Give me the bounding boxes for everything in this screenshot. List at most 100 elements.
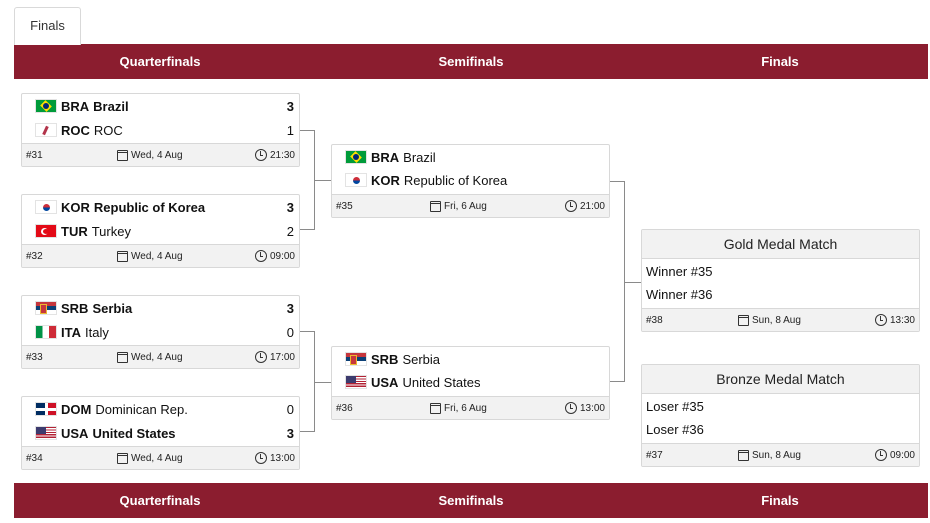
match-card-36[interactable]: SRB Serbia USA United States #36 Fri, 6 … [331, 346, 610, 420]
team-name: Serbia [92, 300, 133, 316]
match-time: 09:00 [269, 250, 295, 262]
clock-icon [254, 452, 267, 464]
team-code: DOM [61, 401, 92, 417]
korea-flag-icon [35, 200, 57, 214]
match-date: Wed, 4 Aug [131, 251, 183, 262]
team-code: KOR [61, 199, 90, 215]
match-card-35[interactable]: BRA Brazil KOR Republic of Korea #35 Fri… [331, 144, 610, 218]
team-code: USA [371, 374, 399, 390]
serbia-flag-icon [35, 301, 57, 315]
team-score: 3 [286, 98, 294, 114]
calendar-icon [738, 315, 749, 326]
match-card-32[interactable]: KOR Republic of Korea 3 TUR Turkey 2 #32… [21, 194, 300, 268]
team-name: Serbia [402, 351, 441, 367]
brazil-flag-icon [35, 99, 57, 113]
match-meta: #36 Fri, 6 Aug 13:00 [332, 396, 609, 419]
team-row: USA United States 3 [22, 421, 299, 445]
match-meta: #33 Wed, 4 Aug 17:00 [22, 345, 299, 368]
team-code: SRB [61, 300, 89, 316]
team-code: BRA [61, 98, 90, 114]
match-card-33[interactable]: SRB Serbia 3 ITA Italy 0 #33 Wed, 4 Aug … [21, 295, 300, 369]
calendar-icon [430, 403, 441, 414]
team-score: 3 [286, 199, 294, 215]
clock-icon [254, 149, 267, 161]
team-row: SRB Serbia 3 [22, 296, 299, 320]
bronze-medal-match-title: Bronze Medal Match [642, 365, 919, 394]
match-meta: #35 Fri, 6 Aug 21:00 [332, 194, 609, 217]
team-name: Turkey [91, 223, 131, 239]
team-score: 3 [286, 425, 294, 441]
team-code: USA [61, 425, 89, 441]
clock-icon [874, 449, 887, 461]
bronze-medal-match-card[interactable]: Bronze Medal Match Loser #35 Loser #36 #… [641, 364, 920, 467]
team-row: ROC ROC 1 [22, 118, 299, 142]
clock-icon [564, 200, 577, 212]
match-date: Fri, 6 Aug [444, 201, 487, 212]
team-row: DOM Dominican Rep. 0 [22, 397, 299, 421]
match-meta: #38 Sun, 8 Aug 13:30 [642, 308, 919, 331]
match-time: 21:30 [269, 149, 295, 161]
stage-label-quarterfinals: Quarterfinals [119, 54, 201, 69]
calendar-icon [738, 450, 749, 461]
team-name: Brazil [403, 149, 436, 165]
match-number: #34 [26, 453, 43, 464]
match-card-34[interactable]: DOM Dominican Rep. 0 USA United States 3… [21, 396, 300, 470]
team-row: BRA Brazil [332, 145, 609, 169]
team-code: KOR [371, 172, 400, 188]
match-meta: #37 Sun, 8 Aug 09:00 [642, 443, 919, 466]
usa-flag-icon [35, 426, 57, 440]
team-code: SRB [371, 351, 399, 367]
stage-header-top: Quarterfinals Semifinals Finals [14, 44, 928, 79]
match-slot: Winner #36 [646, 287, 713, 302]
team-row: SRB Serbia [332, 347, 609, 371]
bracket-connector [610, 181, 625, 382]
match-meta: #32 Wed, 4 Aug 09:00 [22, 244, 299, 267]
calendar-icon [117, 352, 128, 363]
team-score: 0 [286, 401, 294, 417]
match-number: #35 [336, 201, 353, 212]
gold-medal-match-card[interactable]: Gold Medal Match Winner #35 Winner #36 #… [641, 229, 920, 332]
match-time: 09:00 [889, 449, 915, 461]
team-row: KOR Republic of Korea 3 [22, 195, 299, 219]
match-date: Fri, 6 Aug [444, 403, 487, 414]
clock-icon [254, 250, 267, 262]
bracket-connector [315, 382, 331, 383]
team-row: ITA Italy 0 [22, 320, 299, 344]
stage-label-finals: Finals [761, 54, 799, 69]
match-slot: Winner #35 [646, 264, 713, 279]
team-name: ROC [93, 122, 123, 138]
match-time: 17:00 [269, 351, 295, 363]
team-score: 3 [286, 300, 294, 316]
stage-label-finals: Finals [761, 493, 799, 508]
team-score: 2 [286, 223, 294, 239]
bracket-connector [315, 180, 331, 181]
calendar-icon [430, 201, 441, 212]
stage-label-semifinals: Semifinals [438, 54, 504, 69]
match-number: #36 [336, 403, 353, 414]
bracket-connector [300, 331, 315, 432]
turkey-flag-icon [35, 224, 57, 238]
calendar-icon [117, 150, 128, 161]
match-meta: #34 Wed, 4 Aug 13:00 [22, 446, 299, 469]
match-date: Sun, 8 Aug [752, 315, 801, 326]
match-meta: #31 Wed, 4 Aug 21:30 [22, 143, 299, 166]
korea-flag-icon [345, 173, 367, 187]
team-name: Italy [84, 324, 109, 340]
team-code: ITA [61, 324, 81, 340]
match-card-31[interactable]: BRA Brazil 3 ROC ROC 1 #31 Wed, 4 Aug 21… [21, 93, 300, 167]
team-name: Brazil [93, 98, 129, 114]
match-time: 21:00 [579, 200, 605, 212]
bracket-connector [300, 130, 315, 230]
tab-finals[interactable]: Finals [14, 7, 81, 45]
match-number: #33 [26, 352, 43, 363]
calendar-icon [117, 453, 128, 464]
stage-label-semifinals: Semifinals [438, 493, 504, 508]
stage-label-quarterfinals: Quarterfinals [119, 493, 201, 508]
team-name: Republic of Korea [403, 172, 508, 188]
team-code: BRA [371, 149, 400, 165]
match-time: 13:30 [889, 314, 915, 326]
team-row: USA United States [332, 370, 609, 394]
match-number: #37 [646, 450, 663, 461]
gold-medal-match-title: Gold Medal Match [642, 230, 919, 259]
stage-header-bottom: Quarterfinals Semifinals Finals [14, 483, 928, 518]
